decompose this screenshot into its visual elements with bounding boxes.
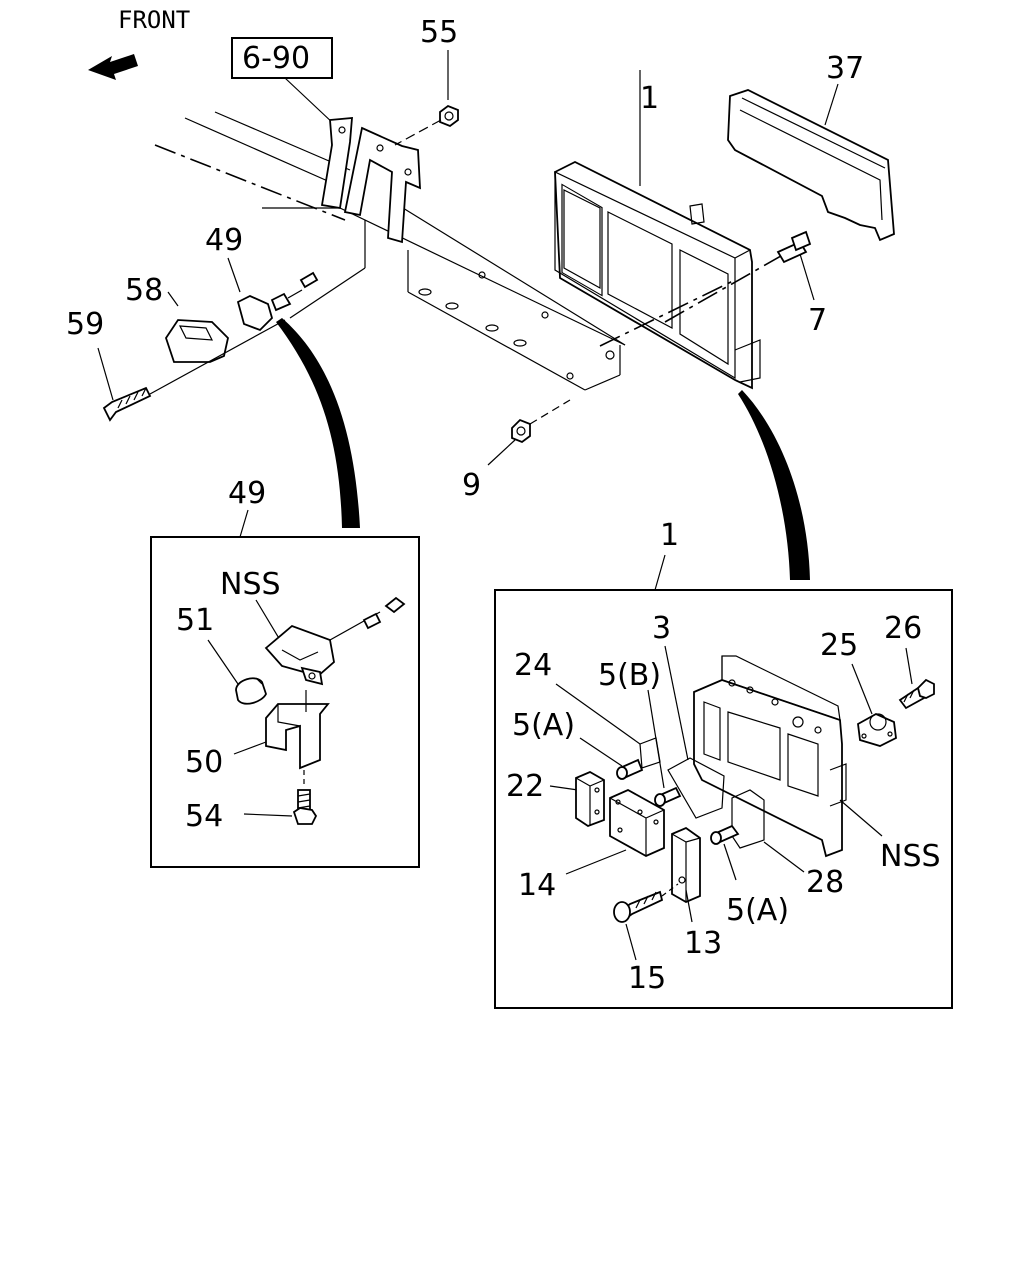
pin-5a-1[interactable] [616, 758, 644, 780]
reference-box-label: 6-90 [242, 41, 310, 76]
callout-7: 7 [808, 303, 827, 338]
detail-box-1: 1 NSS 3 25 26 [494, 518, 953, 1009]
detail-1-frame [494, 589, 953, 1009]
detail-1-callout-22: 22 [506, 769, 544, 804]
bracket[interactable] [289, 117, 421, 319]
nut-55[interactable]: 55 [394, 15, 459, 146]
detail-1-callout-5b: 5(B) [598, 658, 661, 693]
nut-9[interactable]: 9 [462, 399, 571, 503]
bolt-7[interactable]: 7 [776, 230, 827, 338]
detail-pointer-1 [738, 390, 810, 580]
detail-1-callout-13: 13 [684, 926, 722, 961]
cover-14[interactable] [609, 788, 665, 858]
reference-box[interactable]: 6-90 [231, 37, 336, 126]
ecu-cover[interactable]: 37 [727, 51, 895, 242]
detail-box-49: 49 NSS 51 50 [150, 476, 420, 868]
detail-1-callout-5a-1: 5(A) [512, 708, 575, 743]
leader-line [284, 77, 336, 126]
clip-58[interactable]: 58 [125, 273, 229, 363]
detail-49-title: 49 [228, 476, 266, 511]
detail-1-callout-25: 25 [820, 628, 858, 663]
callout-1: 1 [640, 81, 659, 116]
detail-1-callout-15: 15 [628, 961, 666, 996]
screw-15[interactable] [613, 883, 679, 923]
callout-59: 59 [66, 307, 104, 342]
front-arrow-icon [88, 54, 138, 80]
bracket-50[interactable] [265, 690, 330, 770]
screw-59[interactable]: 59 [66, 307, 286, 422]
front-indicator: FRONT [88, 6, 190, 80]
ecu-unit[interactable]: 1 [554, 70, 796, 390]
detail-1-callout-3: 3 [652, 611, 671, 646]
detail-1-callout-24: 24 [514, 648, 552, 683]
detail-1-title: 1 [660, 518, 679, 553]
grommet-25[interactable] [857, 712, 897, 747]
frame-rail [154, 111, 626, 391]
bolt-54[interactable] [292, 770, 318, 825]
front-label: FRONT [118, 6, 190, 34]
callout-58: 58 [125, 273, 163, 308]
detail-1-callout-26: 26 [884, 611, 922, 646]
relay-49[interactable]: 49 [205, 223, 319, 332]
detail-49-callout-54: 54 [185, 799, 223, 834]
screw-26[interactable] [898, 678, 935, 710]
detail-49-callout-50: 50 [185, 745, 223, 780]
detail-49-callout-51: 51 [176, 603, 214, 638]
ecu-housing[interactable] [693, 655, 847, 858]
pin-5a-2[interactable] [710, 824, 740, 845]
detail-1-callout-14: 14 [518, 868, 556, 903]
board-3[interactable] [667, 757, 725, 819]
pin-5b[interactable] [654, 786, 682, 807]
callout-37: 37 [826, 51, 864, 86]
pad-22[interactable] [575, 770, 605, 828]
detail-1-callout-28: 28 [806, 865, 844, 900]
detail-pointer-49 [276, 318, 360, 528]
callout-49-top: 49 [205, 223, 243, 258]
detail-1-callout-5a-2: 5(A) [726, 893, 789, 928]
detail-49-nss: NSS [220, 567, 281, 602]
relay-body[interactable] [264, 596, 406, 686]
callout-9: 9 [462, 468, 481, 503]
reference-box-frame [231, 37, 333, 79]
callout-55: 55 [420, 15, 458, 50]
detail-49-frame [150, 536, 420, 868]
detail-1-nss: NSS [880, 839, 941, 874]
bulb-51[interactable] [235, 677, 267, 705]
